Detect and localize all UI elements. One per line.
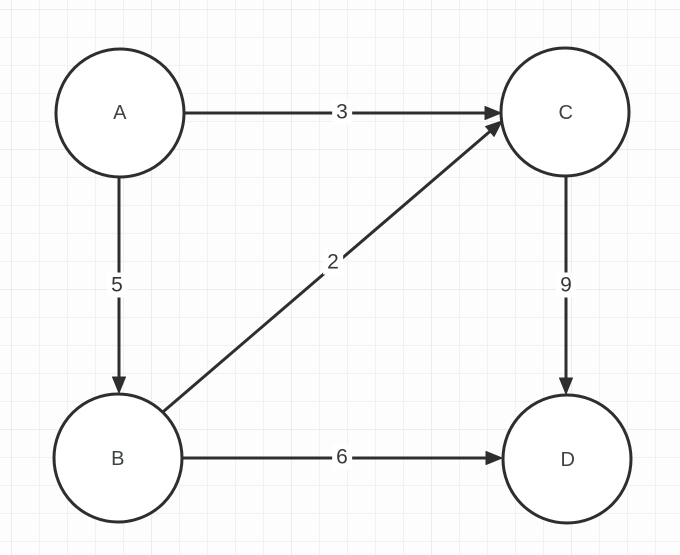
node-b-label: B bbox=[111, 448, 125, 470]
node-a-circle[interactable] bbox=[54, 47, 186, 179]
node-c-circle[interactable] bbox=[499, 46, 631, 178]
edge-a-c-arrowhead-icon bbox=[484, 106, 502, 120]
edge-b-d-weight-label[interactable]: 6 bbox=[332, 444, 352, 470]
edge-b-d-arrowhead-icon bbox=[485, 451, 503, 465]
edge-c-d-weight-label[interactable]: 9 bbox=[556, 272, 576, 298]
node-c-label: C bbox=[558, 102, 574, 124]
node-a-label: A bbox=[113, 102, 127, 124]
edge-c-d-arrowhead-icon bbox=[559, 377, 573, 395]
edge-a-b-weight-label[interactable]: 5 bbox=[107, 272, 127, 298]
edge-a-c-weight-label[interactable]: 3 bbox=[332, 99, 352, 125]
edge-b-c-weight-label[interactable]: 2 bbox=[323, 249, 343, 275]
edge-a-b-arrowhead-icon bbox=[112, 376, 126, 394]
node-d-label: D bbox=[560, 449, 576, 471]
node-d-circle[interactable] bbox=[501, 393, 633, 525]
edge-b-c-arrowhead-icon bbox=[485, 120, 503, 137]
node-b-circle[interactable] bbox=[52, 392, 184, 524]
